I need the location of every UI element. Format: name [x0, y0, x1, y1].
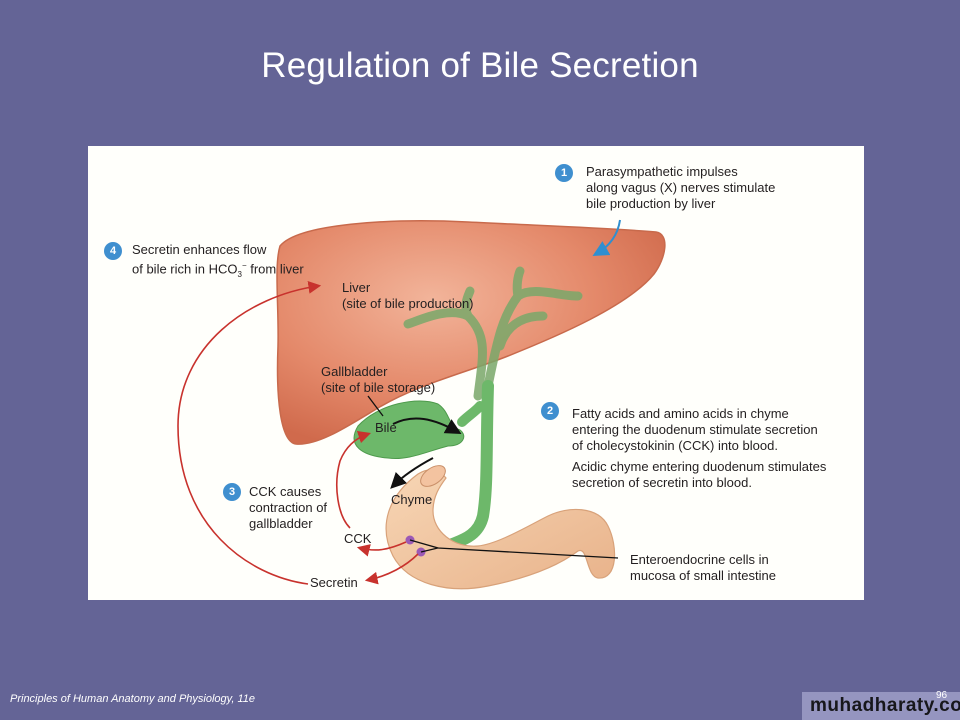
step-4-superscript: − — [241, 261, 247, 270]
step-2-line: Fatty acids and amino acids in chyme — [572, 406, 789, 421]
chyme-label: Chyme — [391, 492, 433, 507]
step-1-badge: 1 — [555, 164, 573, 182]
bile-ducts — [403, 266, 583, 401]
gallbladder-title: Gallbladder — [321, 364, 388, 379]
step-2-badge: 2 — [541, 402, 559, 420]
step-4-suffix: from liver — [246, 261, 304, 277]
step-3-text: CCK causes contraction of gallbladder — [249, 484, 327, 532]
slide-footer: Principles of Human Anatomy and Physiolo… — [10, 693, 255, 705]
step-1-text: Parasympathetic impulses along vagus (X)… — [586, 164, 775, 212]
vagus-arrow — [592, 219, 621, 256]
step-2-line: entering the duodenum stimulate secretio… — [572, 422, 818, 437]
step-1-line: bile production by liver — [586, 196, 716, 211]
step-1-line: Parasympathetic impulses — [586, 164, 738, 179]
secretin-label: Secretin — [310, 575, 358, 590]
liver-title: Liver — [342, 280, 371, 295]
step-4-subscript: 3 — [237, 269, 242, 279]
step-4-badge: 4 — [104, 242, 122, 260]
gallbladder-label: Gallbladder (site of bile storage) — [321, 364, 435, 396]
duodenum-shape — [385, 469, 616, 590]
step-3-badge: 3 — [223, 483, 241, 501]
enteroendocrine-line: Enteroendocrine cells in — [630, 552, 769, 567]
step-1-line: along vagus (X) nerves stimulate — [586, 180, 776, 195]
bile-label: Bile — [375, 420, 397, 435]
liver-label: Liver (site of bile production) — [342, 280, 474, 312]
step-3-line: contraction of — [249, 500, 328, 515]
common-bile-duct — [442, 380, 494, 552]
step-2-line: Acidic chyme entering duodenum stimulate… — [572, 459, 827, 474]
step-4-line: Secretin enhances flow — [132, 242, 267, 257]
gallbladder-note: (site of bile storage) — [321, 380, 436, 395]
bile-regulation-illustration — [177, 219, 666, 590]
enteroendocrine-line: mucosa of small intestine — [630, 568, 776, 583]
step-2-text: Fatty acids and amino acids in chyme ent… — [572, 406, 826, 491]
liver-shape — [276, 220, 666, 445]
step-3-line: CCK causes — [249, 484, 322, 499]
step-3-line: gallbladder — [249, 516, 313, 531]
secretin-pathway-arrow — [177, 281, 322, 585]
enteroendocrine-label: Enteroendocrine cells in mucosa of small… — [630, 552, 776, 584]
cck-label: CCK — [344, 531, 372, 546]
diagram-panel: 1 Parasympathetic impulses along vagus (… — [88, 146, 864, 600]
step-2-line: secretion of secretin into blood. — [572, 475, 752, 490]
step-2-line: of cholecystokinin (CCK) into blood. — [572, 438, 778, 453]
step-4-text: Secretin enhances flow of bile rich in H… — [132, 242, 304, 283]
cck-pathway-arrow — [336, 430, 372, 529]
page-number: 96 — [936, 690, 948, 701]
step-4-prefix: of bile rich in HCO — [132, 261, 238, 277]
liver-note: (site of bile production) — [342, 296, 474, 311]
step-4-line: of bile rich in HCO3− from liver — [132, 258, 304, 283]
watermark: muhadharaty.com — [802, 692, 960, 720]
slide-title: Regulation of Bile Secretion — [261, 46, 699, 85]
gallbladder-shape — [353, 400, 465, 460]
